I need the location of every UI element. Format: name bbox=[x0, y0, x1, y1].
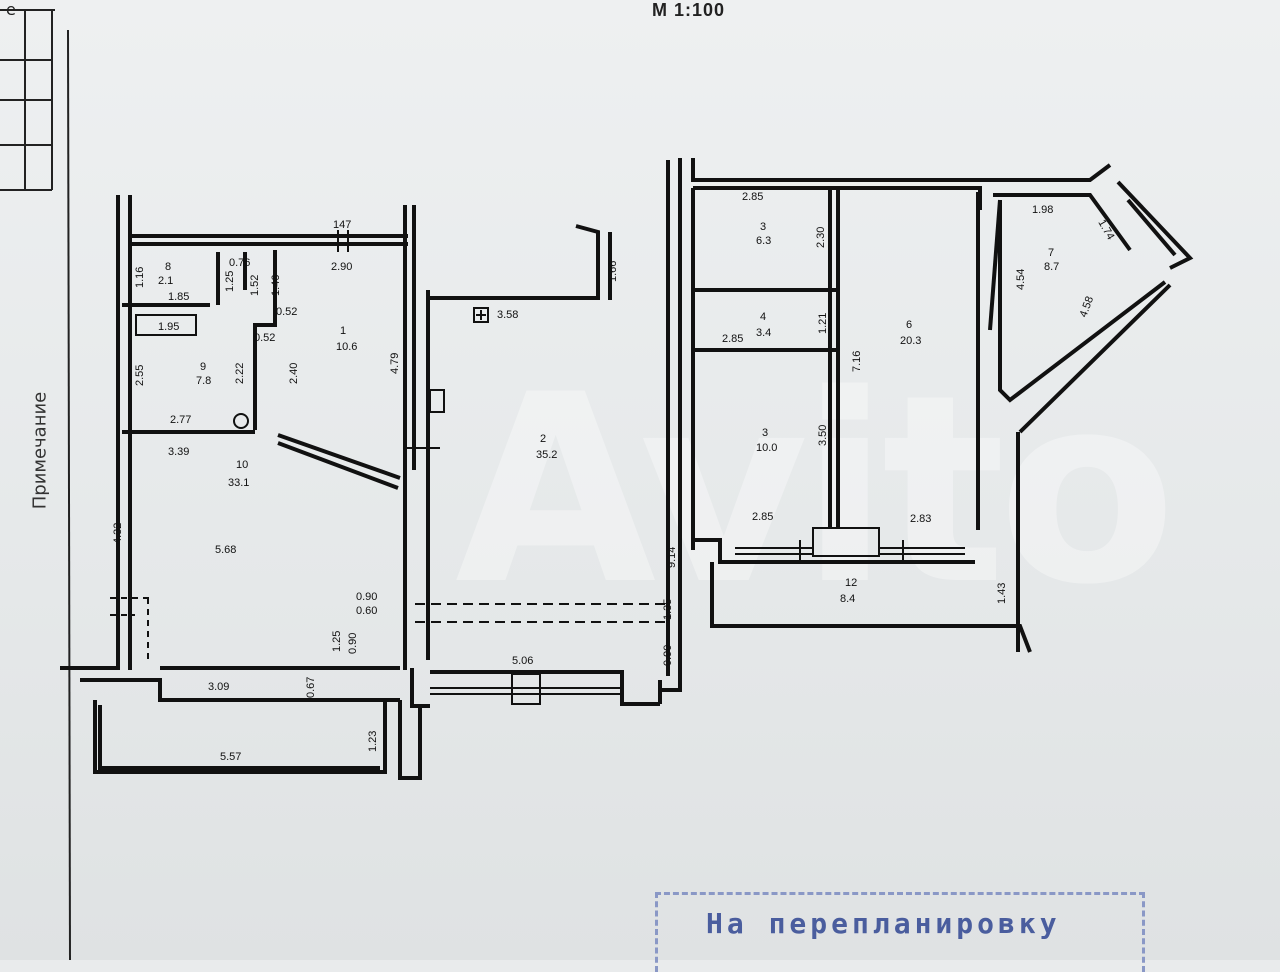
dim-195: 1.95 bbox=[158, 321, 179, 333]
room-9-number: 9 bbox=[200, 361, 206, 373]
walls-center-hall bbox=[405, 158, 682, 708]
dim-135: 1.35 bbox=[662, 599, 674, 620]
dim-052a: 0.52 bbox=[276, 306, 297, 318]
room-4-area: 3.4 bbox=[756, 327, 771, 339]
room-3a-number: 3 bbox=[760, 221, 766, 233]
room-7-area: 8.7 bbox=[1044, 261, 1059, 273]
walls-right-unit bbox=[691, 158, 1194, 653]
dim-557: 5.57 bbox=[220, 751, 241, 763]
dim-716: 7.16 bbox=[851, 351, 863, 372]
window-center bbox=[110, 597, 665, 705]
dim-147: 147 bbox=[333, 219, 351, 231]
room-8-area: 2.1 bbox=[158, 275, 173, 287]
room-12-number: 12 bbox=[845, 577, 857, 589]
room-3b-number: 3 bbox=[762, 427, 768, 439]
dim-432: 4.32 bbox=[112, 523, 124, 544]
room-3b-area: 10.0 bbox=[756, 442, 777, 454]
replanning-stamp: На перепланировку bbox=[655, 892, 1145, 972]
dim-506: 5.06 bbox=[512, 655, 533, 667]
dim-240: 2.40 bbox=[288, 363, 300, 384]
dim-358: 3.58 bbox=[497, 309, 518, 321]
dim-076: 0.76 bbox=[229, 257, 250, 269]
room-10-number: 10 bbox=[236, 459, 248, 471]
dim-914: 9.14 bbox=[666, 547, 678, 568]
dimension-labels-vertical: 1.16 1.25 1.52 1.46 2.55 2.22 2.40 4.79 … bbox=[112, 218, 1117, 753]
dim-285b: 2.85 bbox=[722, 333, 743, 345]
room-12-area: 8.4 bbox=[840, 593, 855, 605]
dim-479: 4.79 bbox=[389, 353, 401, 374]
dim-185: 1.85 bbox=[168, 291, 189, 303]
dim-116: 1.16 bbox=[134, 267, 146, 288]
dim-152: 1.52 bbox=[249, 275, 261, 296]
dim-454: 4.54 bbox=[1015, 269, 1027, 290]
dim-052b: 0.52 bbox=[254, 332, 275, 344]
room-2-number: 2 bbox=[540, 433, 546, 445]
dim-090: 0.90 bbox=[356, 591, 377, 603]
dim-255: 2.55 bbox=[134, 365, 146, 386]
dim-125b: 1.25 bbox=[331, 631, 343, 652]
dim-285a: 2.85 bbox=[742, 191, 763, 203]
dim-198: 1.98 bbox=[1032, 204, 1053, 216]
dim-090c: 0.90 bbox=[662, 645, 674, 666]
dim-166: 1.66 bbox=[607, 261, 619, 282]
dim-285c: 2.85 bbox=[752, 511, 773, 523]
watermark: Avito bbox=[455, 340, 1176, 642]
dim-290: 2.90 bbox=[331, 261, 352, 273]
dim-174: 1.74 bbox=[1095, 218, 1116, 243]
dim-222: 2.22 bbox=[234, 363, 246, 384]
room-7-number: 7 bbox=[1048, 247, 1054, 259]
room-10-area: 33.1 bbox=[228, 477, 249, 489]
room-9-area: 7.8 bbox=[196, 375, 211, 387]
dim-309: 3.09 bbox=[208, 681, 229, 693]
dimension-labels: 147 2.90 0.76 1.85 1.95 0.52 0.52 2.77 3… bbox=[158, 191, 1053, 763]
margin-table bbox=[0, 9, 71, 960]
dim-283: 2.83 bbox=[910, 513, 931, 525]
dim-121: 1.21 bbox=[817, 313, 829, 334]
dim-339: 3.39 bbox=[168, 446, 189, 458]
dim-277: 2.77 bbox=[170, 414, 191, 426]
walls-left-unit bbox=[60, 195, 422, 780]
dim-090b: 0.90 bbox=[347, 633, 359, 654]
room-6-number: 6 bbox=[906, 319, 912, 331]
room-2-area: 35.2 bbox=[536, 449, 557, 461]
room-6-area: 20.3 bbox=[900, 335, 921, 347]
dim-146: 1.46 bbox=[270, 275, 282, 296]
room-labels: 1 10.6 2 35.2 3 6.3 3 10.0 4 3.4 6 20.3 … bbox=[158, 221, 1059, 605]
scale-label: М 1:100 bbox=[652, 0, 726, 20]
dim-123: 1.23 bbox=[367, 731, 379, 752]
dim-568: 5.68 bbox=[215, 544, 236, 556]
room-1-area: 10.6 bbox=[336, 341, 357, 353]
dim-350: 3.50 bbox=[817, 425, 829, 446]
dim-125: 1.25 bbox=[224, 271, 236, 292]
room-4-number: 4 bbox=[760, 311, 766, 323]
dim-067: 0.67 bbox=[305, 677, 317, 698]
dim-230: 2.30 bbox=[815, 227, 827, 248]
room-1-number: 1 bbox=[340, 325, 346, 337]
dim-060: 0.60 bbox=[356, 605, 377, 617]
dim-143: 1.43 bbox=[996, 583, 1008, 604]
window-right bbox=[135, 230, 965, 560]
room-3a-area: 6.3 bbox=[756, 235, 771, 247]
room-8-number: 8 bbox=[165, 261, 171, 273]
dim-458: 4.58 bbox=[1078, 295, 1097, 319]
